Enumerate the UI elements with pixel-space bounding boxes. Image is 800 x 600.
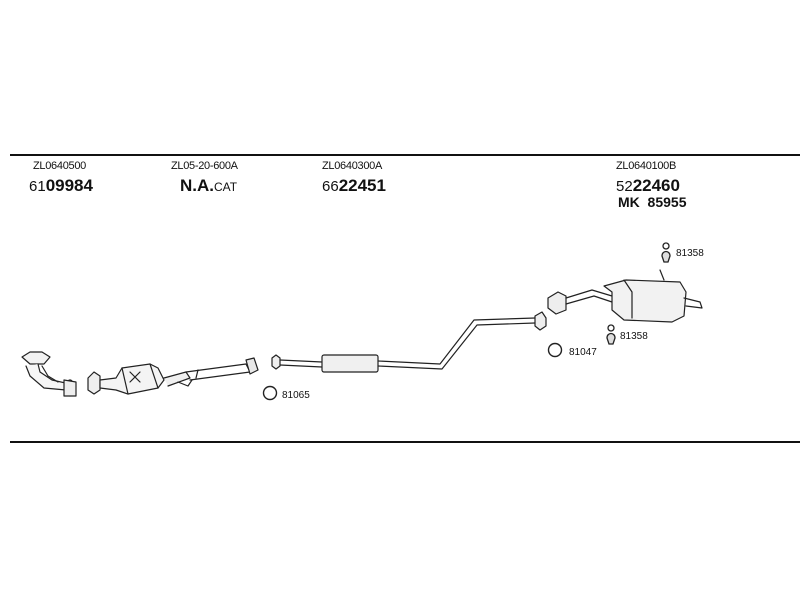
fitting-label-hanger-top: 81358 bbox=[676, 248, 704, 259]
fitting-label-hanger-bottom: 81358 bbox=[620, 331, 648, 342]
part-number-main: 22460 bbox=[632, 176, 680, 195]
part-number-prefix: N.A. bbox=[180, 176, 214, 195]
part-number-catalyst: N.A.CAT bbox=[180, 177, 237, 194]
part-code-rear-silencer: ZL0640100B bbox=[616, 160, 676, 172]
rear-silencer bbox=[547, 269, 703, 323]
part-number-main: 22451 bbox=[338, 176, 386, 195]
part-code-downpipe: ZL0640500 bbox=[33, 160, 86, 172]
hanger-bottom-icon bbox=[606, 324, 616, 345]
hanger-top-icon bbox=[661, 242, 671, 263]
part-number-prefix: 66 bbox=[322, 178, 339, 195]
part-number-main: CAT bbox=[214, 180, 238, 194]
bottom-rule bbox=[10, 441, 800, 443]
fitting-label-gasket-rear: 81047 bbox=[569, 347, 597, 358]
part-number-middle-silencer: 6622451 bbox=[322, 177, 386, 194]
part-number-downpipe: 6109984 bbox=[29, 177, 93, 194]
catalytic-converter bbox=[87, 357, 259, 395]
middle-silencer-pipe bbox=[271, 311, 547, 373]
gasket-front-icon bbox=[262, 385, 278, 401]
part-code-catalyst: ZL05-20-600A bbox=[171, 160, 238, 172]
part-number-rear-silencer: 5222460 bbox=[616, 177, 680, 194]
top-rule bbox=[10, 154, 800, 156]
part-number-prefix: 61 bbox=[29, 178, 46, 195]
fitting-label-gasket-front: 81065 bbox=[282, 390, 310, 401]
part-number-main: 09984 bbox=[45, 176, 93, 195]
part-number-prefix: 52 bbox=[616, 178, 633, 195]
gasket-rear-icon bbox=[547, 342, 563, 358]
front-downpipe bbox=[21, 351, 77, 397]
part-extra-rear-silencer: MK 85955 bbox=[618, 194, 687, 210]
part-code-middle-silencer: ZL0640300A bbox=[322, 160, 382, 172]
